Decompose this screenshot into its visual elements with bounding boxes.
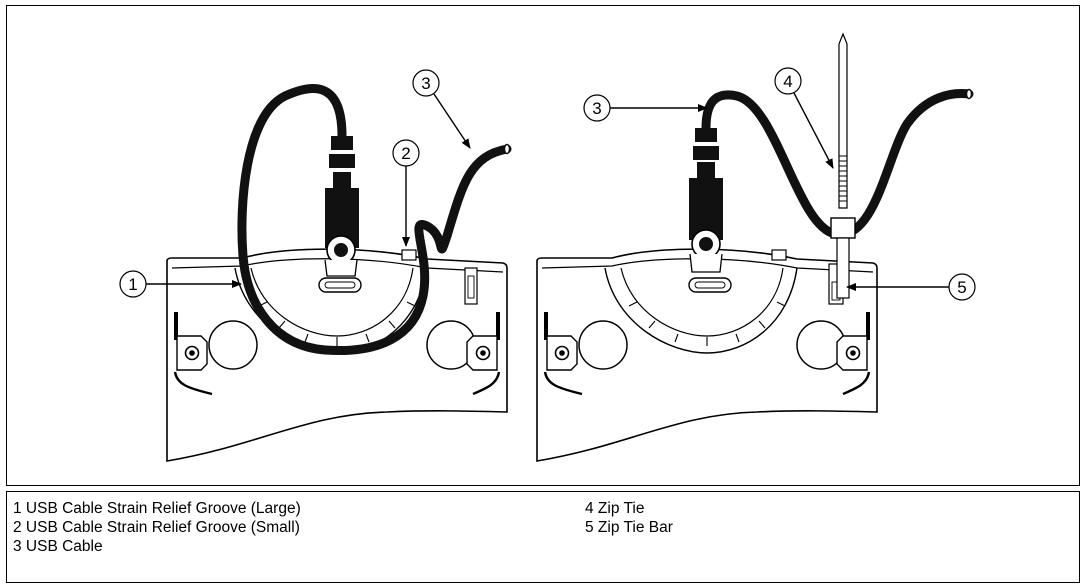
- svg-text:1: 1: [128, 275, 137, 294]
- svg-text:2: 2: [401, 144, 410, 163]
- left-callout-2: 2: [392, 139, 420, 247]
- legend-box: 1 USB Cable Strain Relief Groove (Large)…: [6, 491, 1080, 583]
- right-device: [536, 32, 974, 462]
- left-small-groove: [401, 249, 417, 261]
- left-device: [166, 83, 512, 462]
- left-screw-right: [466, 335, 498, 371]
- left-screw-left: [176, 335, 208, 371]
- right-callout-4: 4: [774, 67, 834, 169]
- right-usb-connector: [689, 128, 723, 273]
- legend-item: 3 USB Cable: [13, 538, 103, 555]
- usb-strain-relief-illustration: 1 2 3: [119, 32, 976, 462]
- left-usb-connector: [324, 136, 359, 277]
- legend-item: 2 USB Cable Strain Relief Groove (Small): [13, 519, 300, 536]
- svg-text:5: 5: [957, 278, 966, 297]
- left-hole-left: [208, 320, 258, 370]
- zip-tie: [830, 32, 856, 299]
- right-callout-3: 3: [583, 94, 708, 122]
- right-callout-5: 5: [846, 273, 976, 301]
- left-callout-3: 3: [412, 69, 471, 149]
- right-device-body: [536, 248, 878, 462]
- figure-frame: 1 2 3: [6, 5, 1080, 486]
- svg-text:4: 4: [783, 72, 792, 91]
- legend-right-column: 4 Zip Tie 5 Zip Tie Bar: [585, 499, 673, 537]
- legend-left-column: 1 USB Cable Strain Relief Groove (Large)…: [13, 499, 301, 556]
- left-handle-slot: [318, 277, 362, 293]
- svg-text:3: 3: [421, 74, 430, 93]
- right-usb-cable: [701, 89, 974, 239]
- legend-item: 1 USB Cable Strain Relief Groove (Large): [13, 500, 301, 517]
- legend-item: 4 Zip Tie: [585, 500, 645, 517]
- left-usb-cable: [237, 83, 512, 356]
- legend-item: 5 Zip Tie Bar: [585, 519, 673, 536]
- left-callout-1: 1: [119, 270, 242, 298]
- svg-text:3: 3: [592, 99, 601, 118]
